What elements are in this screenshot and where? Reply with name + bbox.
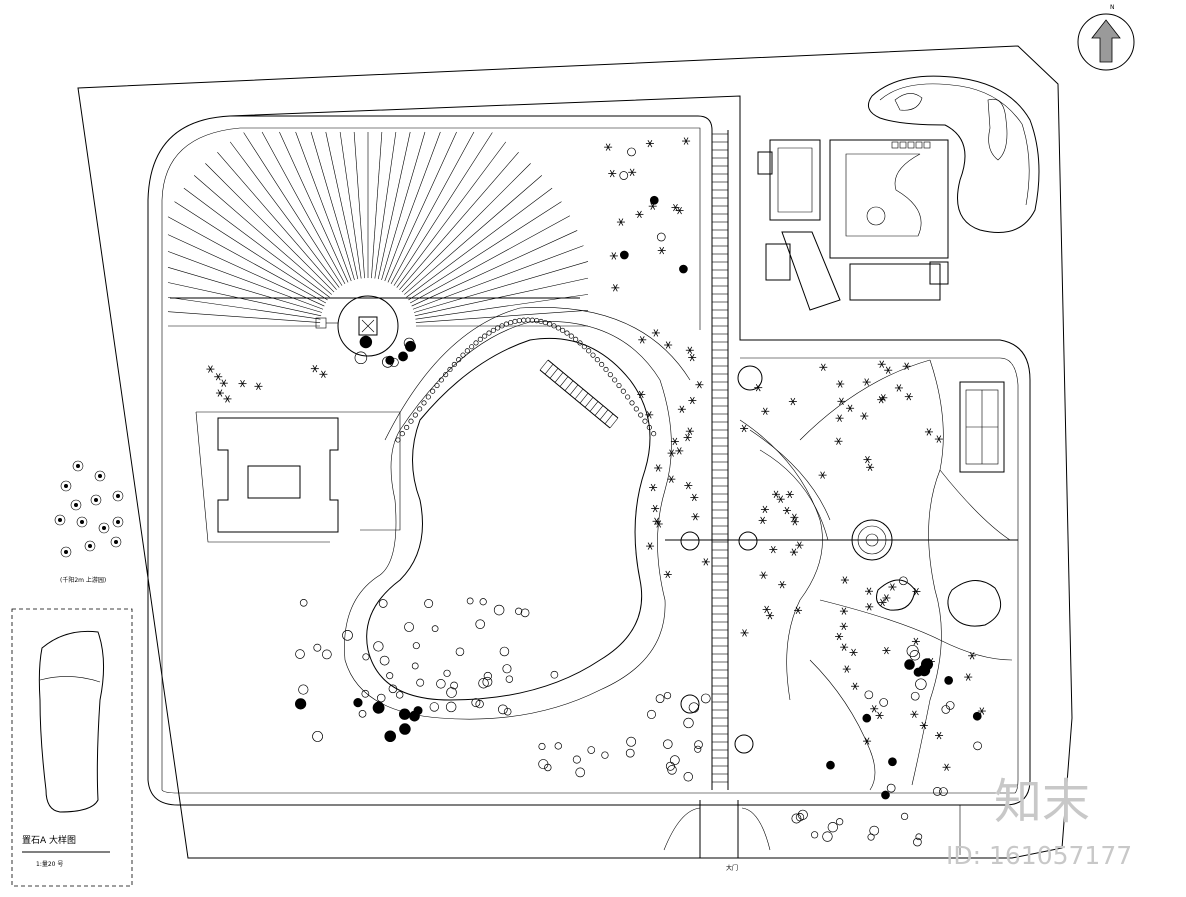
- site-boundary: [77, 45, 1073, 859]
- pond-east-b: [947, 580, 1002, 627]
- perimeter-road: [147, 95, 1031, 806]
- north-label: N: [1110, 4, 1115, 11]
- entrance-gate: [699, 800, 739, 858]
- entrance-label: 大门: [726, 864, 738, 872]
- left-building: [195, 411, 401, 543]
- fountain-plinth: [358, 316, 378, 336]
- north-arrow-icon: N: [1077, 4, 1135, 71]
- pond-east-a: [876, 579, 916, 611]
- fountain-circle: [337, 295, 399, 357]
- tree-cluster-west: [54, 460, 124, 558]
- boulder-detail-box: 置石A 大样图 1:量20 号: [11, 608, 133, 887]
- watermark-brand: 知末: [994, 774, 1090, 830]
- tennis-court: [959, 381, 1005, 473]
- planting: [206, 137, 986, 847]
- detail-scale: 1:量20 号: [36, 861, 63, 868]
- boulder-icon: [38, 630, 105, 813]
- bridge: [539, 359, 619, 429]
- building-complex-ne: [757, 139, 949, 311]
- pond-ne: [867, 75, 1040, 233]
- promenade: [711, 130, 729, 790]
- watermark-id: ID: 161057177: [946, 841, 1132, 870]
- detail-title: 置石A 大样图: [22, 834, 76, 846]
- central-lake: [366, 337, 651, 701]
- left-group-label: (千阳2m 上游园): [60, 576, 106, 584]
- circular-plaza: [851, 519, 893, 561]
- radial-lawn: [167, 131, 589, 327]
